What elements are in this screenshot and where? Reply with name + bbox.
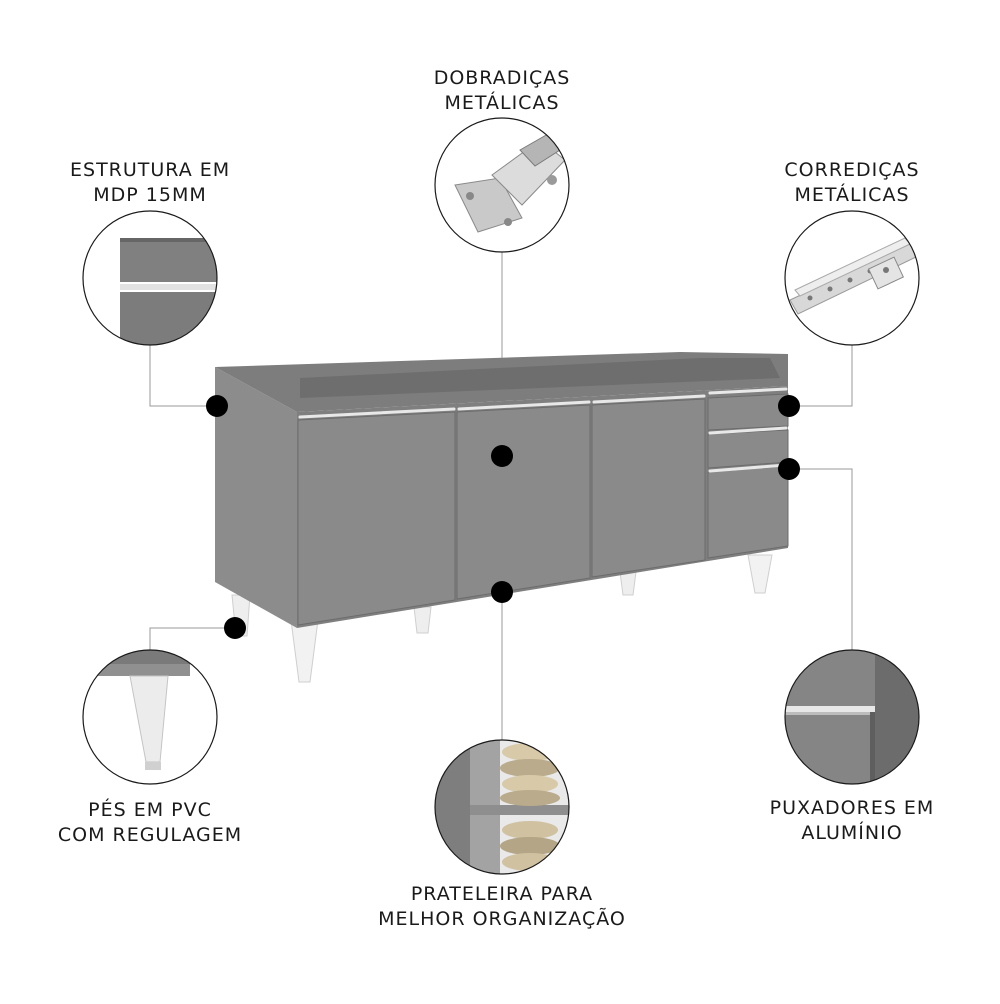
cabinet-drawer (707, 429, 789, 469)
marker-slides (778, 395, 800, 417)
marker-hinges (491, 445, 513, 467)
cabinet-door (591, 398, 706, 578)
label-feet-line1: PÉS EM PVC (88, 799, 212, 821)
feature-markers (206, 395, 800, 639)
label-structure: ESTRUTURA EM MDP 15MM (70, 158, 230, 208)
marker-handles (778, 458, 800, 480)
mdp-panel-icon (82, 210, 218, 346)
kitchen-cabinet-illustration (215, 352, 789, 683)
cabinet-side-panel (215, 367, 297, 628)
pvc-foot-icon (82, 649, 218, 785)
label-shelf: PRATELEIRA PARA MELHOR ORGANIZAÇÃO (362, 882, 642, 932)
marker-shelf (491, 581, 513, 603)
cabinet-door (456, 404, 591, 600)
metal-hinge-icon (434, 117, 570, 253)
cabinet-foot (619, 571, 637, 596)
drawer-slide-icon (784, 210, 920, 346)
label-structure-line1: ESTRUTURA EM (70, 159, 231, 181)
label-hinges-line1: DOBRADIÇAS (433, 67, 571, 89)
connector-lines (149, 252, 853, 740)
connector-structure (149, 345, 217, 407)
cabinet-drawer (707, 393, 789, 431)
label-structure-line2: MDP 15MM (93, 184, 207, 206)
cabinet-foot (290, 619, 319, 683)
marker-structure (206, 395, 228, 417)
cabinet-door (297, 411, 456, 626)
stacked-bowls (500, 743, 560, 871)
label-shelf-line2: MELHOR ORGANIZAÇÃO (378, 908, 626, 930)
connector-handles (789, 468, 853, 650)
cabinet-foot (413, 606, 432, 634)
label-hinges: DOBRADIÇAS METÁLICAS (412, 66, 592, 116)
label-feet: PÉS EM PVC COM REGULAGEM (45, 798, 255, 848)
label-slides-line1: CORREDIÇAS (784, 159, 920, 181)
label-hinges-line2: METÁLICAS (444, 92, 560, 114)
aluminum-handle-icon (784, 649, 920, 785)
label-slides: CORREDIÇAS METÁLICAS (762, 158, 942, 208)
shelf-icon (434, 739, 570, 875)
label-feet-line2: COM REGULAGEM (57, 824, 243, 846)
cabinet-top-inner (300, 358, 780, 398)
label-shelf-line1: PRATELEIRA PARA (410, 883, 594, 905)
label-handles-line1: PUXADORES EM (769, 797, 935, 819)
connector-slides (789, 345, 853, 407)
cabinet-foot (747, 554, 773, 594)
label-handles: PUXADORES EM ALUMÍNIO (752, 796, 952, 846)
label-handles-line2: ALUMÍNIO (801, 822, 903, 844)
connector-feet (149, 627, 235, 650)
aluminum-handles (298, 387, 788, 473)
marker-feet (224, 617, 246, 639)
label-slides-line2: METÁLICAS (794, 184, 910, 206)
cabinet-drawer (707, 465, 789, 559)
